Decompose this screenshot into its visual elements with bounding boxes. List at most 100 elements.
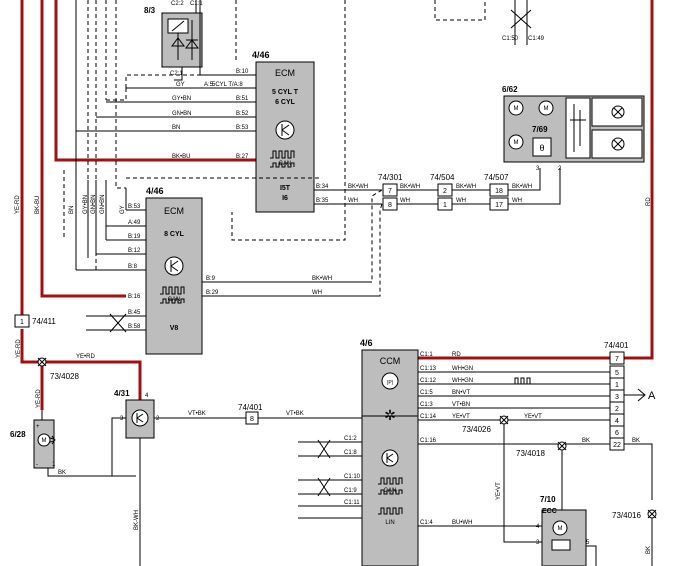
ecc-motor-icon <box>552 520 568 536</box>
svg-text:8: 8 <box>388 202 392 209</box>
ecm-top-pin-b51: B:51 <box>236 96 249 102</box>
wire-bu-wh: BU•WH <box>452 520 472 526</box>
wire-vt-bk-1: VT•BK <box>188 411 206 417</box>
svg-text:3: 3 <box>536 166 540 172</box>
svg-text:B:8: B:8 <box>128 264 138 270</box>
motor-icon-3 <box>508 134 524 150</box>
sensor-4-31: 4/31 4 3 2 BK-WH VT•BK <box>111 389 246 566</box>
svg-text:C1:8: C1:8 <box>344 450 357 456</box>
relay-pin-c2-2: C2:2 <box>171 1 184 7</box>
connector-row: 74/301 7 8 BK•WH WH 74/504 2 1 BK•WH WH … <box>378 168 561 211</box>
power-wire-ccm <box>418 0 654 360</box>
svg-text:M: M <box>514 140 519 146</box>
svg-text:6/28: 6/28 <box>10 430 26 439</box>
wire-bk-fan: BK <box>58 470 66 476</box>
left-vertical-labels: YE-RD BK-BU BN GY•BN GN•BN GN•BN GY <box>15 131 127 270</box>
svg-text:2: 2 <box>156 416 160 422</box>
motor-icon-1 <box>508 100 524 116</box>
svg-text:B:45: B:45 <box>128 310 141 316</box>
motor-fan-icon <box>37 433 51 447</box>
svg-text:C1:14: C1:14 <box>420 414 437 420</box>
wire-ye-vt-1: YE•VT <box>452 414 470 420</box>
wire-ye-rd-v3: YE-RD <box>36 389 42 408</box>
connector-74-411: 1 74/411 YE-RD <box>14 314 56 358</box>
wire-bk-wh-2: BK•WH <box>400 184 420 190</box>
wire-ye-rd-v2: YE-RD <box>16 339 22 358</box>
arrow-label: A <box>648 390 656 402</box>
svg-text:A:49: A:49 <box>128 220 141 226</box>
wire-wh-gn-2: WH•GN <box>452 378 473 384</box>
svg-text:M: M <box>42 438 47 444</box>
relay-8-3: 8/3 C2:2 C1:1 C2:1 <box>144 0 203 81</box>
power-wire-sensor <box>20 329 142 410</box>
wire-gn-bn-v2: GN•BN <box>100 195 106 214</box>
dashed-loops <box>63 0 320 240</box>
ccm-transistor-icon <box>381 449 399 467</box>
wire-wh-v8: WH <box>312 290 322 296</box>
ecm-top-sub2: 6 CYL <box>275 99 296 106</box>
ecm-top-pin-b10: B:10 <box>236 69 249 75</box>
svg-text:7: 7 <box>388 188 392 195</box>
sensor-transistor-icon <box>131 409 149 427</box>
wire-wh-3: WH <box>456 198 466 204</box>
svg-text:17: 17 <box>495 202 503 209</box>
svg-text:B:58: B:58 <box>128 324 141 330</box>
ecm-top-foot2: I6 <box>282 195 288 202</box>
svg-text:B:9: B:9 <box>206 276 216 282</box>
splice-73-4016: 73/4016 <box>612 511 641 520</box>
ecc-body <box>541 509 587 566</box>
pwm-icon <box>512 377 531 385</box>
pin-c1-49: C1:49 <box>528 36 545 42</box>
can-pulse-icon <box>270 150 295 159</box>
wire-bn-vt: BN•VT <box>452 390 470 396</box>
ecm-top-title: ECM <box>275 68 295 78</box>
svg-text:4: 4 <box>145 393 149 399</box>
svg-text:B:29: B:29 <box>206 290 219 296</box>
svg-text:4: 4 <box>536 524 540 530</box>
wire-bn: BN <box>172 125 180 131</box>
svg-text:C1:11: C1:11 <box>344 500 360 506</box>
ecm-top-sub1: 5 CYL T <box>272 89 299 96</box>
ecm-v8-id: 4/46 <box>146 186 164 196</box>
svg-text:5: 5 <box>586 540 590 546</box>
connector-74-507: 74/507 <box>484 173 509 182</box>
ccm-right-wires: C1:1 RD C1:13 WH•GN C1:12 WH•GN C1:5 BN•… <box>362 352 610 458</box>
wire-gy-bn: GY•BN <box>172 96 191 102</box>
wire-bk-wh-4: BK•WH <box>512 184 532 190</box>
ecm-top-pin-b27: B:27 <box>236 154 249 160</box>
wire-bk-ccm: BK <box>582 438 590 444</box>
svg-text:3: 3 <box>536 540 540 546</box>
ecm-v8-body <box>145 197 203 355</box>
svg-text:7: 7 <box>615 356 619 363</box>
relay-pin-c1-1: C1:1 <box>190 1 203 7</box>
relay-id: 8/3 <box>144 6 156 15</box>
svg-text:5: 5 <box>615 370 619 377</box>
svg-text:7/10: 7/10 <box>540 495 556 504</box>
power-wire-ecm-top <box>54 0 258 162</box>
svg-text:M: M <box>558 526 563 532</box>
svg-text:74/411: 74/411 <box>32 317 56 326</box>
module-6-62: 6/62 M M M 7/69 θ 3 2 <box>502 85 645 172</box>
splice-73-4018: 73/4018 <box>516 449 545 458</box>
svg-text:6: 6 <box>615 430 619 437</box>
wire-gn-bn: GN•BN <box>172 111 191 117</box>
ecm-v8-can: CAN <box>168 297 181 303</box>
svg-text:74/401: 74/401 <box>604 341 629 350</box>
wire-bn-v: BN <box>69 206 75 214</box>
wire-bk-bu-v: BK-BU <box>35 196 41 214</box>
svg-text:C1:12: C1:12 <box>420 378 437 384</box>
wire-gn-bn-v: GN•BN <box>91 195 97 214</box>
ecm-v8: 4/46 ECM 8 CYL CAN V8 <box>145 186 203 355</box>
wire-bk-wh-1: BK•WH <box>348 184 368 190</box>
svg-text:2: 2 <box>615 406 619 413</box>
module-662-id: 6/62 <box>502 85 518 94</box>
wire-rd-ccm: RD <box>452 352 461 358</box>
svg-text:1: 1 <box>443 202 447 209</box>
svg-text:2: 2 <box>558 166 562 172</box>
svg-text:M: M <box>544 106 549 112</box>
top-right-connectors: C1:50 C1:49 <box>502 0 545 45</box>
svg-text:-: - <box>36 462 38 468</box>
svg-text:(P): (P) <box>387 380 394 386</box>
svg-text:2: 2 <box>443 188 447 195</box>
svg-text:73/4028: 73/4028 <box>50 372 79 381</box>
